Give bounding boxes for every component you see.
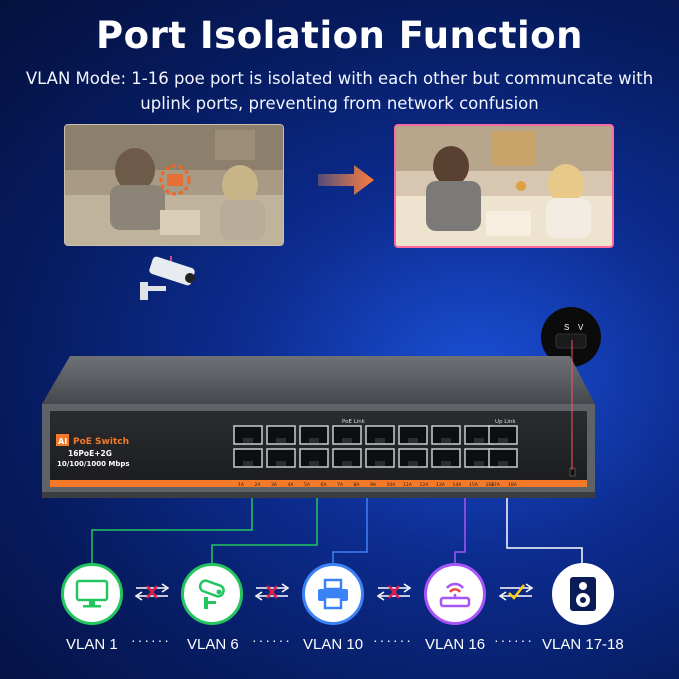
vlan10-line (332, 498, 368, 566)
port-label: 9A (370, 482, 377, 488)
vlan16-label: VLAN 16 (425, 636, 486, 653)
rj45-port (488, 425, 518, 445)
port-latch (243, 438, 253, 443)
port-latch (441, 438, 451, 443)
power-switch-inset: S V (541, 307, 601, 367)
port-label: 7A (337, 482, 344, 488)
blocked-icon (376, 583, 412, 601)
switch-v-label: V (578, 323, 584, 332)
port-label: 4A (288, 482, 295, 488)
allowed-icon (498, 583, 534, 601)
port-latch (498, 438, 508, 443)
vlan17-18-device (552, 563, 614, 625)
port-label: 15A (469, 482, 479, 488)
vlan10-label: VLAN 10 (303, 636, 364, 653)
port-label: 17A (491, 482, 501, 488)
port-label: 2A (255, 482, 262, 488)
vlan1-device (61, 563, 123, 625)
port-latch (375, 461, 385, 466)
vlan6-device (181, 563, 243, 625)
port-latch (498, 461, 508, 466)
blocked-icon (254, 583, 290, 601)
port-latch (408, 438, 418, 443)
transition-arrow-icon (318, 165, 374, 195)
port-label: 5A (304, 482, 311, 488)
separator: ······ (494, 632, 534, 648)
vlan16-device (424, 563, 486, 625)
port-label: 16A (486, 482, 496, 488)
rj45-port (488, 448, 518, 468)
cctv-camera-icon (140, 256, 195, 300)
port-label: 13A (436, 482, 446, 488)
rj45-port (431, 425, 461, 445)
switch-model: 16PoE+2G (68, 449, 112, 458)
port-latch (474, 461, 484, 466)
rj45-port (365, 448, 395, 468)
separator: ······ (373, 632, 413, 648)
after-photo (394, 124, 614, 248)
rj45-port (299, 425, 329, 445)
speaker-icon (570, 577, 596, 611)
router-icon (439, 582, 471, 608)
printer-icon (318, 578, 348, 610)
port-label: 11A (403, 482, 413, 488)
port-latch (408, 461, 418, 466)
rj45-port (398, 425, 428, 445)
port-label: 10A (387, 482, 397, 488)
vlan10-device (302, 563, 364, 625)
rj45-port (233, 448, 263, 468)
vlan6-label: VLAN 6 (187, 636, 239, 653)
vlan16-line (454, 498, 466, 566)
rj45-port (266, 448, 296, 468)
security-camera-icon (198, 579, 225, 609)
rj45-port (233, 425, 263, 445)
switch-speed: 10/100/1000 Mbps (57, 460, 130, 468)
rj45-port (266, 425, 296, 445)
before-photo (64, 124, 284, 246)
port-latch (342, 461, 352, 466)
port-label: 3A (271, 482, 278, 488)
rj45-port (431, 448, 461, 468)
page-title: Port Isolation Function (96, 14, 583, 57)
port-label: 8A (354, 482, 361, 488)
port-latch (309, 438, 319, 443)
port-latch (243, 461, 253, 466)
uplink-label: Up Link (495, 419, 516, 425)
switch-s-label: S (564, 323, 569, 332)
port-label: 14A (453, 482, 463, 488)
vlan17-18-label: VLAN 17-18 (542, 636, 624, 653)
vlan17-18-line (506, 498, 583, 566)
blocked-icon (134, 583, 170, 601)
port-latch (309, 461, 319, 466)
brand-badge: AI (58, 437, 67, 446)
port-latch (474, 438, 484, 443)
page-subtitle: VLAN Mode: 1-16 poe port is isolated wit… (25, 69, 654, 113)
port-label: 12A (420, 482, 430, 488)
separator: ······ (252, 632, 292, 648)
port-latch (375, 438, 385, 443)
separator: ······ (131, 632, 171, 648)
port-label: 6A (321, 482, 328, 488)
port-latch (441, 461, 451, 466)
monitor-icon (75, 579, 109, 608)
rj45-port (332, 448, 362, 468)
port-label: 1A (238, 482, 245, 488)
port-latch (276, 461, 286, 466)
vlan6-line (211, 498, 318, 568)
rj45-port (398, 448, 428, 468)
port-latch (342, 438, 352, 443)
poe-switch-device: AI PoE Switch 16PoE+2G 10/100/1000 Mbps … (42, 356, 595, 498)
rj45-port (299, 448, 329, 468)
rj45-port (332, 425, 362, 445)
vlan1-label: VLAN 1 (66, 636, 118, 653)
switch-name: PoE Switch (73, 437, 129, 447)
port-latch (276, 438, 286, 443)
port-label: 18A (508, 482, 518, 488)
poe-link-label: PoE Link (342, 419, 366, 425)
vlan1-line (91, 498, 253, 568)
rj45-port (365, 425, 395, 445)
